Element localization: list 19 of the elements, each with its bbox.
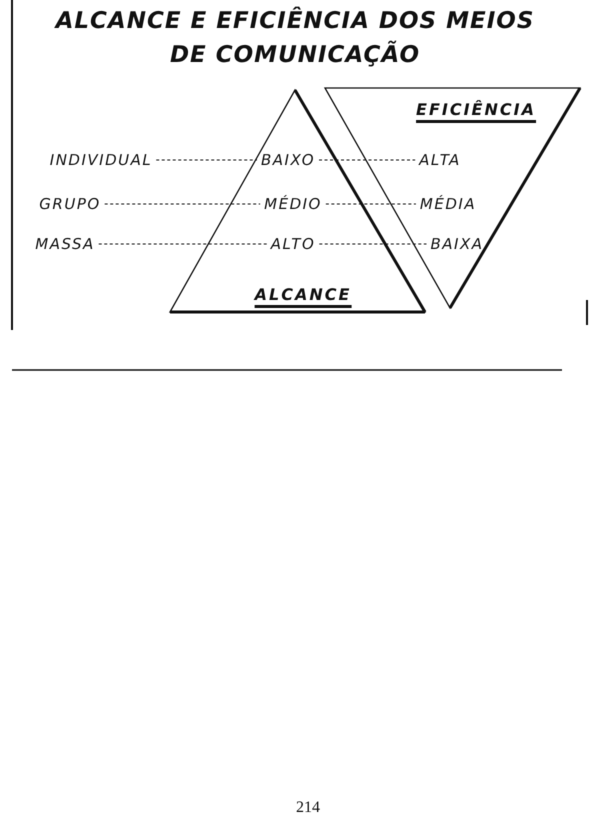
triangle-heading: ALCANCE [254, 286, 352, 308]
level-label: BAIXO [260, 151, 316, 169]
diagram-title: ALCANCE E EFICIÊNCIA DOS MEIOS DE COMUNICAÇÃO [53, 6, 536, 70]
level-label: MÉDIO [264, 195, 322, 213]
leader-line [98, 243, 267, 245]
leader-line [319, 243, 426, 245]
leader-line [319, 159, 416, 161]
level-label: ALTO [270, 235, 316, 253]
leader-line [104, 203, 260, 205]
leader-line [156, 159, 257, 161]
row-label: MASSA [35, 235, 95, 253]
row-label: GRUPO [39, 195, 101, 213]
page-number: 214 [296, 799, 320, 816]
triangle-heading: EFICIÊNCIA [416, 101, 536, 123]
row-label: INDIVIDUAL [50, 151, 152, 169]
leader-line [326, 203, 416, 205]
level-label: MÉDIA [420, 195, 476, 213]
level-label: ALTA [419, 151, 461, 169]
level-label: BAIXA [430, 235, 484, 253]
